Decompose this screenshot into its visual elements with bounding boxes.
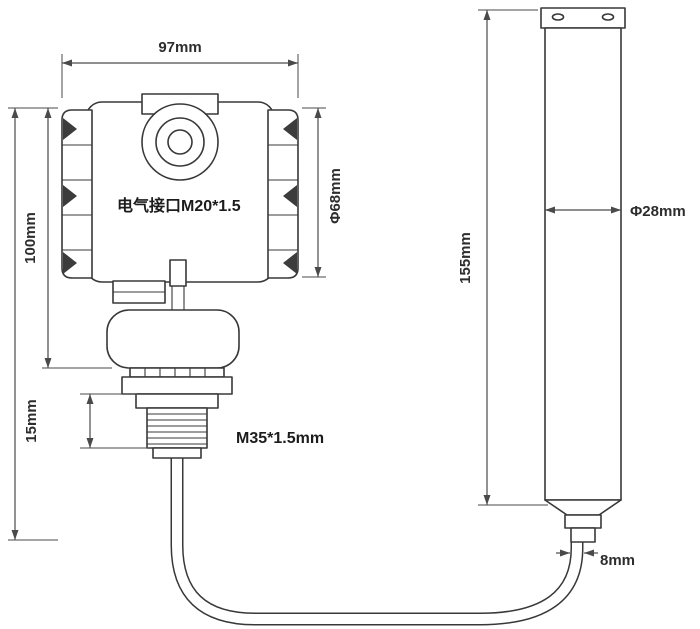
transmitter-housing	[61, 93, 299, 459]
dimension-height-100: 100mm	[22, 108, 112, 369]
housing-right-cap	[267, 109, 299, 279]
dimension-label-15mm: 15mm	[23, 399, 40, 442]
connector-lines	[171, 286, 185, 310]
dimension-width-97: 97mm	[61, 39, 299, 98]
lock-nut	[152, 447, 202, 459]
thread-ridges	[147, 413, 207, 445]
thread-spec-label: M35*1.5mm	[236, 430, 324, 447]
dimension-cable-8: 8mm	[556, 549, 635, 569]
dimension-label-155mm: 155mm	[457, 232, 474, 284]
cable-core	[172, 452, 582, 624]
dimension-label-68mm: Φ68mm	[327, 168, 344, 224]
dimension-probe-dia-28: Φ28mm	[545, 203, 686, 220]
housing-left-cap-fins	[62, 144, 92, 251]
terminal-block	[169, 259, 187, 287]
dimension-label-8mm: 8mm	[600, 552, 635, 569]
process-connection	[106, 309, 240, 369]
flange-band-wide	[121, 376, 233, 395]
dimension-probe-155: 155mm	[457, 9, 548, 506]
dimension-label-100mm: 100mm	[22, 212, 39, 264]
probe-body	[544, 27, 622, 501]
dimension-thread-15: 15mm	[23, 393, 150, 449]
dimension-label-28mm: Φ28mm	[630, 203, 686, 220]
electrical-port-label: 电气接口M20*1.5	[117, 196, 241, 215]
cable-entry-port-inner	[167, 129, 193, 155]
housing-left-cap-notches	[63, 118, 77, 274]
probe-fitting-lower	[570, 527, 596, 543]
dimension-overall-height	[8, 107, 58, 541]
probe-taper	[544, 499, 622, 516]
cable-outline	[170, 452, 584, 626]
cable	[170, 452, 584, 626]
probe-cap-hole-right	[601, 13, 615, 21]
dimension-dia-68: Φ68mm	[302, 107, 344, 278]
housing-right-cap-fins	[268, 144, 298, 251]
housing-right-cap-notches	[283, 118, 297, 274]
flange-band-lower	[135, 393, 219, 409]
housing-left-cap	[61, 109, 93, 279]
flange-band-top	[129, 367, 225, 378]
probe	[540, 7, 626, 543]
flange-ticks	[144, 368, 206, 377]
probe-fitting-upper	[564, 514, 602, 529]
probe-cap-hole-left	[551, 13, 565, 21]
dimension-label-97mm: 97mm	[158, 39, 201, 56]
